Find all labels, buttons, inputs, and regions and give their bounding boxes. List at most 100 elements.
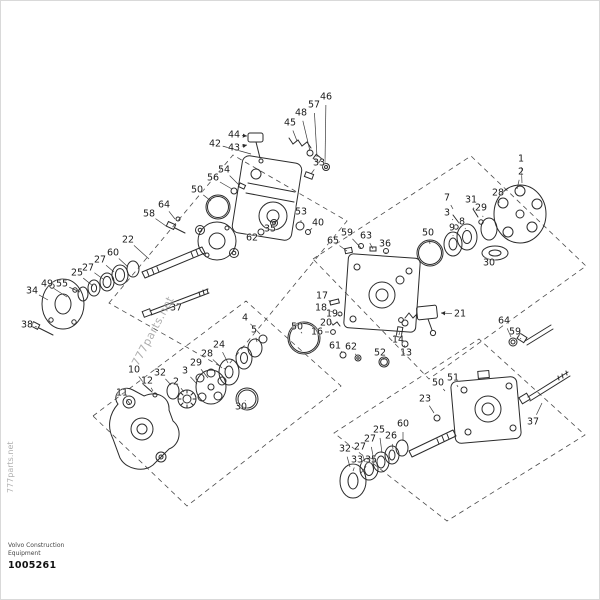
leader-line-61	[340, 350, 343, 353]
leader-line-50	[300, 331, 303, 334]
part-callout-38: 38	[20, 319, 34, 331]
part-callout-34: 34	[25, 285, 39, 297]
part-callout-9: 9	[448, 222, 456, 234]
piston-block-drawing	[195, 369, 227, 405]
boundary-right-pump	[333, 338, 586, 522]
boundary-rear-pump	[92, 300, 342, 507]
part-callout-30: 30	[234, 401, 248, 413]
part-callout-57: 57	[307, 99, 321, 111]
leader-line-59	[352, 238, 362, 249]
part-callout-64: 64	[157, 199, 171, 211]
part-callout-58: 58	[142, 208, 156, 220]
assembly-right-pump	[339, 324, 571, 499]
part-callout-25: 25	[372, 424, 386, 436]
leader-line-17	[328, 300, 332, 303]
leader-line-27	[94, 272, 104, 280]
callout-leader-lines	[34, 104, 543, 474]
leader-line-32	[346, 456, 351, 468]
assembly-boundary-outlines	[92, 154, 587, 522]
part-callout-16: 16	[310, 326, 324, 338]
part-callout-55: 55	[55, 278, 69, 290]
part-callout-19: 19	[325, 308, 339, 320]
leader-line-7	[450, 204, 454, 210]
leader-line-27	[105, 264, 115, 273]
part-callout-3: 3	[443, 207, 451, 219]
leader-line-50	[443, 388, 446, 392]
pump-housing-drawing	[231, 155, 303, 241]
leader-line-12	[150, 387, 154, 392]
leader-line-25	[82, 277, 94, 287]
leader-line-45	[292, 130, 298, 142]
part-callout-12: 12	[140, 375, 154, 387]
part-callout-32: 32	[153, 367, 167, 379]
part-callout-29: 29	[474, 202, 488, 214]
leader-line-27	[371, 446, 374, 457]
center-housing-drawing	[343, 253, 421, 333]
part-callout-60: 60	[396, 418, 410, 430]
part-callout-30: 30	[482, 257, 496, 269]
part-callout-3: 3	[181, 365, 189, 377]
part-callout-13: 13	[399, 347, 413, 359]
leader-line-52	[382, 357, 385, 361]
leader-line-57	[314, 112, 318, 158]
leader-line-4	[250, 323, 261, 335]
part-callout-62: 62	[245, 232, 259, 244]
leader-line-2	[180, 388, 185, 393]
brand-text: Volvo Construction Equipment	[8, 542, 65, 557]
long-stud-drawing	[149, 288, 210, 316]
part-callout-28: 28	[491, 187, 505, 199]
leader-line-35	[360, 466, 367, 474]
leader-line-54	[229, 175, 240, 186]
part-callout-40: 40	[311, 217, 325, 229]
part-callout-2: 2	[172, 376, 180, 388]
part-callout-50: 50	[290, 321, 304, 333]
part-callout-37: 37	[169, 302, 183, 314]
part-callout-2: 2	[517, 166, 525, 178]
part-callout-32: 32	[338, 443, 352, 455]
leader-line-22	[133, 245, 150, 260]
drive-shaft-drawing	[141, 246, 206, 279]
leader-line-29	[200, 369, 209, 379]
cylinder-block-drawing	[493, 184, 547, 244]
leader-line-46	[324, 104, 327, 164]
part-callout-49: 49	[40, 278, 54, 290]
leader-line-56	[219, 181, 233, 190]
spring-drawing	[288, 137, 312, 149]
part-callout-27: 27	[93, 254, 107, 266]
part-callout-4: 4	[241, 312, 249, 324]
rear-housing-drawing	[109, 387, 180, 470]
leader-line-50	[203, 194, 212, 202]
assembly-front-pump	[30, 132, 330, 336]
part-callout-23: 23	[418, 393, 432, 405]
leader-line-26	[391, 443, 394, 450]
leader-line-14	[398, 332, 400, 336]
leader-line-11	[126, 399, 131, 405]
leader-line-1	[520, 166, 523, 184]
leader-line-8	[464, 227, 466, 230]
leader-line-23	[429, 405, 435, 414]
part-callout-1: 1	[517, 153, 525, 165]
part-callout-27: 27	[81, 262, 95, 274]
figure-number: 1005261	[8, 559, 57, 571]
part-callout-26: 26	[384, 430, 398, 442]
part-callout-37: 37	[526, 416, 540, 428]
part-callout-59: 59	[340, 227, 354, 239]
shaft-drawing	[408, 429, 457, 458]
part-callout-60: 60	[106, 247, 120, 259]
leader-line-33	[352, 467, 355, 472]
part-callout-29: 29	[189, 357, 203, 369]
part-callout-35: 35	[263, 223, 277, 235]
part-callout-27: 27	[363, 433, 377, 445]
assembly-rear-pump	[109, 334, 268, 470]
part-callout-59: 59	[508, 326, 522, 338]
leader-line-3	[451, 218, 454, 221]
part-callout-63: 63	[359, 230, 373, 242]
leader-line-40	[308, 228, 313, 232]
leader-line-58	[155, 218, 167, 227]
leader-line-64	[168, 211, 176, 220]
part-callout-62: 62	[344, 341, 358, 353]
part-callout-35: 35	[364, 454, 378, 466]
part-callout-27: 27	[353, 441, 367, 453]
